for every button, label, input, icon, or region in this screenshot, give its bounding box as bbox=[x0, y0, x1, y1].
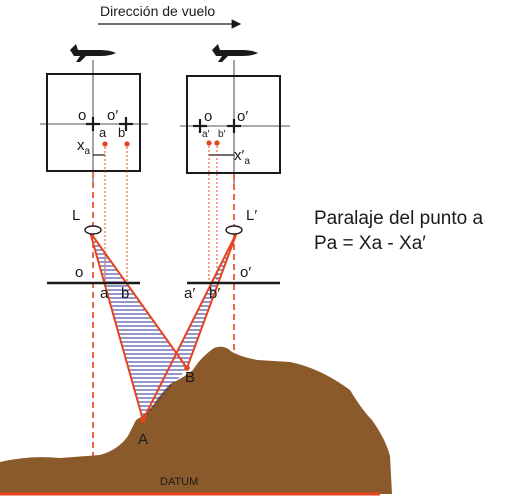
left-plane-b-label: b bbox=[121, 285, 129, 302]
left-plane-o-label: o bbox=[75, 264, 83, 281]
terrain bbox=[0, 346, 392, 494]
right-photo bbox=[180, 60, 290, 188]
left-ray-triangle bbox=[90, 232, 187, 420]
ground-point-a-label: A bbox=[138, 431, 148, 448]
right-photo-o-label: o bbox=[204, 108, 212, 125]
right-photo-o-prime-label: o′ bbox=[237, 108, 248, 125]
right-plane-o-prime-label: o′ bbox=[240, 264, 251, 281]
right-plane-a-prime-label: a′ bbox=[184, 285, 195, 302]
left-photo-x-label: xa bbox=[77, 137, 91, 157]
ground-point-b-label: B bbox=[185, 369, 195, 386]
flight-direction-label: Dirección de vuelo bbox=[100, 3, 215, 19]
left-lens-icon bbox=[84, 225, 102, 235]
airplane-right-icon bbox=[212, 44, 258, 62]
left-photo-a-label: a bbox=[99, 125, 107, 140]
left-plane-a-label: a bbox=[100, 285, 109, 302]
photo-projection-lines bbox=[104, 146, 218, 283]
ground-point-a bbox=[140, 417, 146, 423]
right-station-label: L′ bbox=[246, 207, 257, 224]
right-plane-b-prime-label: b′ bbox=[209, 285, 220, 302]
right-photo-x-label: x′a bbox=[234, 147, 250, 167]
left-photo-b-label: b bbox=[118, 125, 125, 140]
parallax-title: Paralaje del punto a bbox=[314, 208, 483, 229]
airplane-left-icon bbox=[70, 44, 116, 62]
right-photo-a-prime-label: a′ bbox=[202, 129, 210, 140]
ground-point-b bbox=[184, 365, 190, 371]
left-photo bbox=[40, 60, 148, 185]
left-station-label: L bbox=[72, 207, 80, 224]
right-photo-b-prime-label: b′ bbox=[218, 129, 226, 140]
parallax-formula: Pa = Xa - Xa′ bbox=[314, 233, 426, 254]
right-lens-icon bbox=[225, 225, 243, 235]
left-photo-o-label: o bbox=[78, 107, 86, 124]
left-photo-o-prime-label: o′ bbox=[107, 107, 118, 124]
datum-label: DATUM bbox=[160, 476, 198, 488]
ray-lines bbox=[89, 231, 238, 421]
